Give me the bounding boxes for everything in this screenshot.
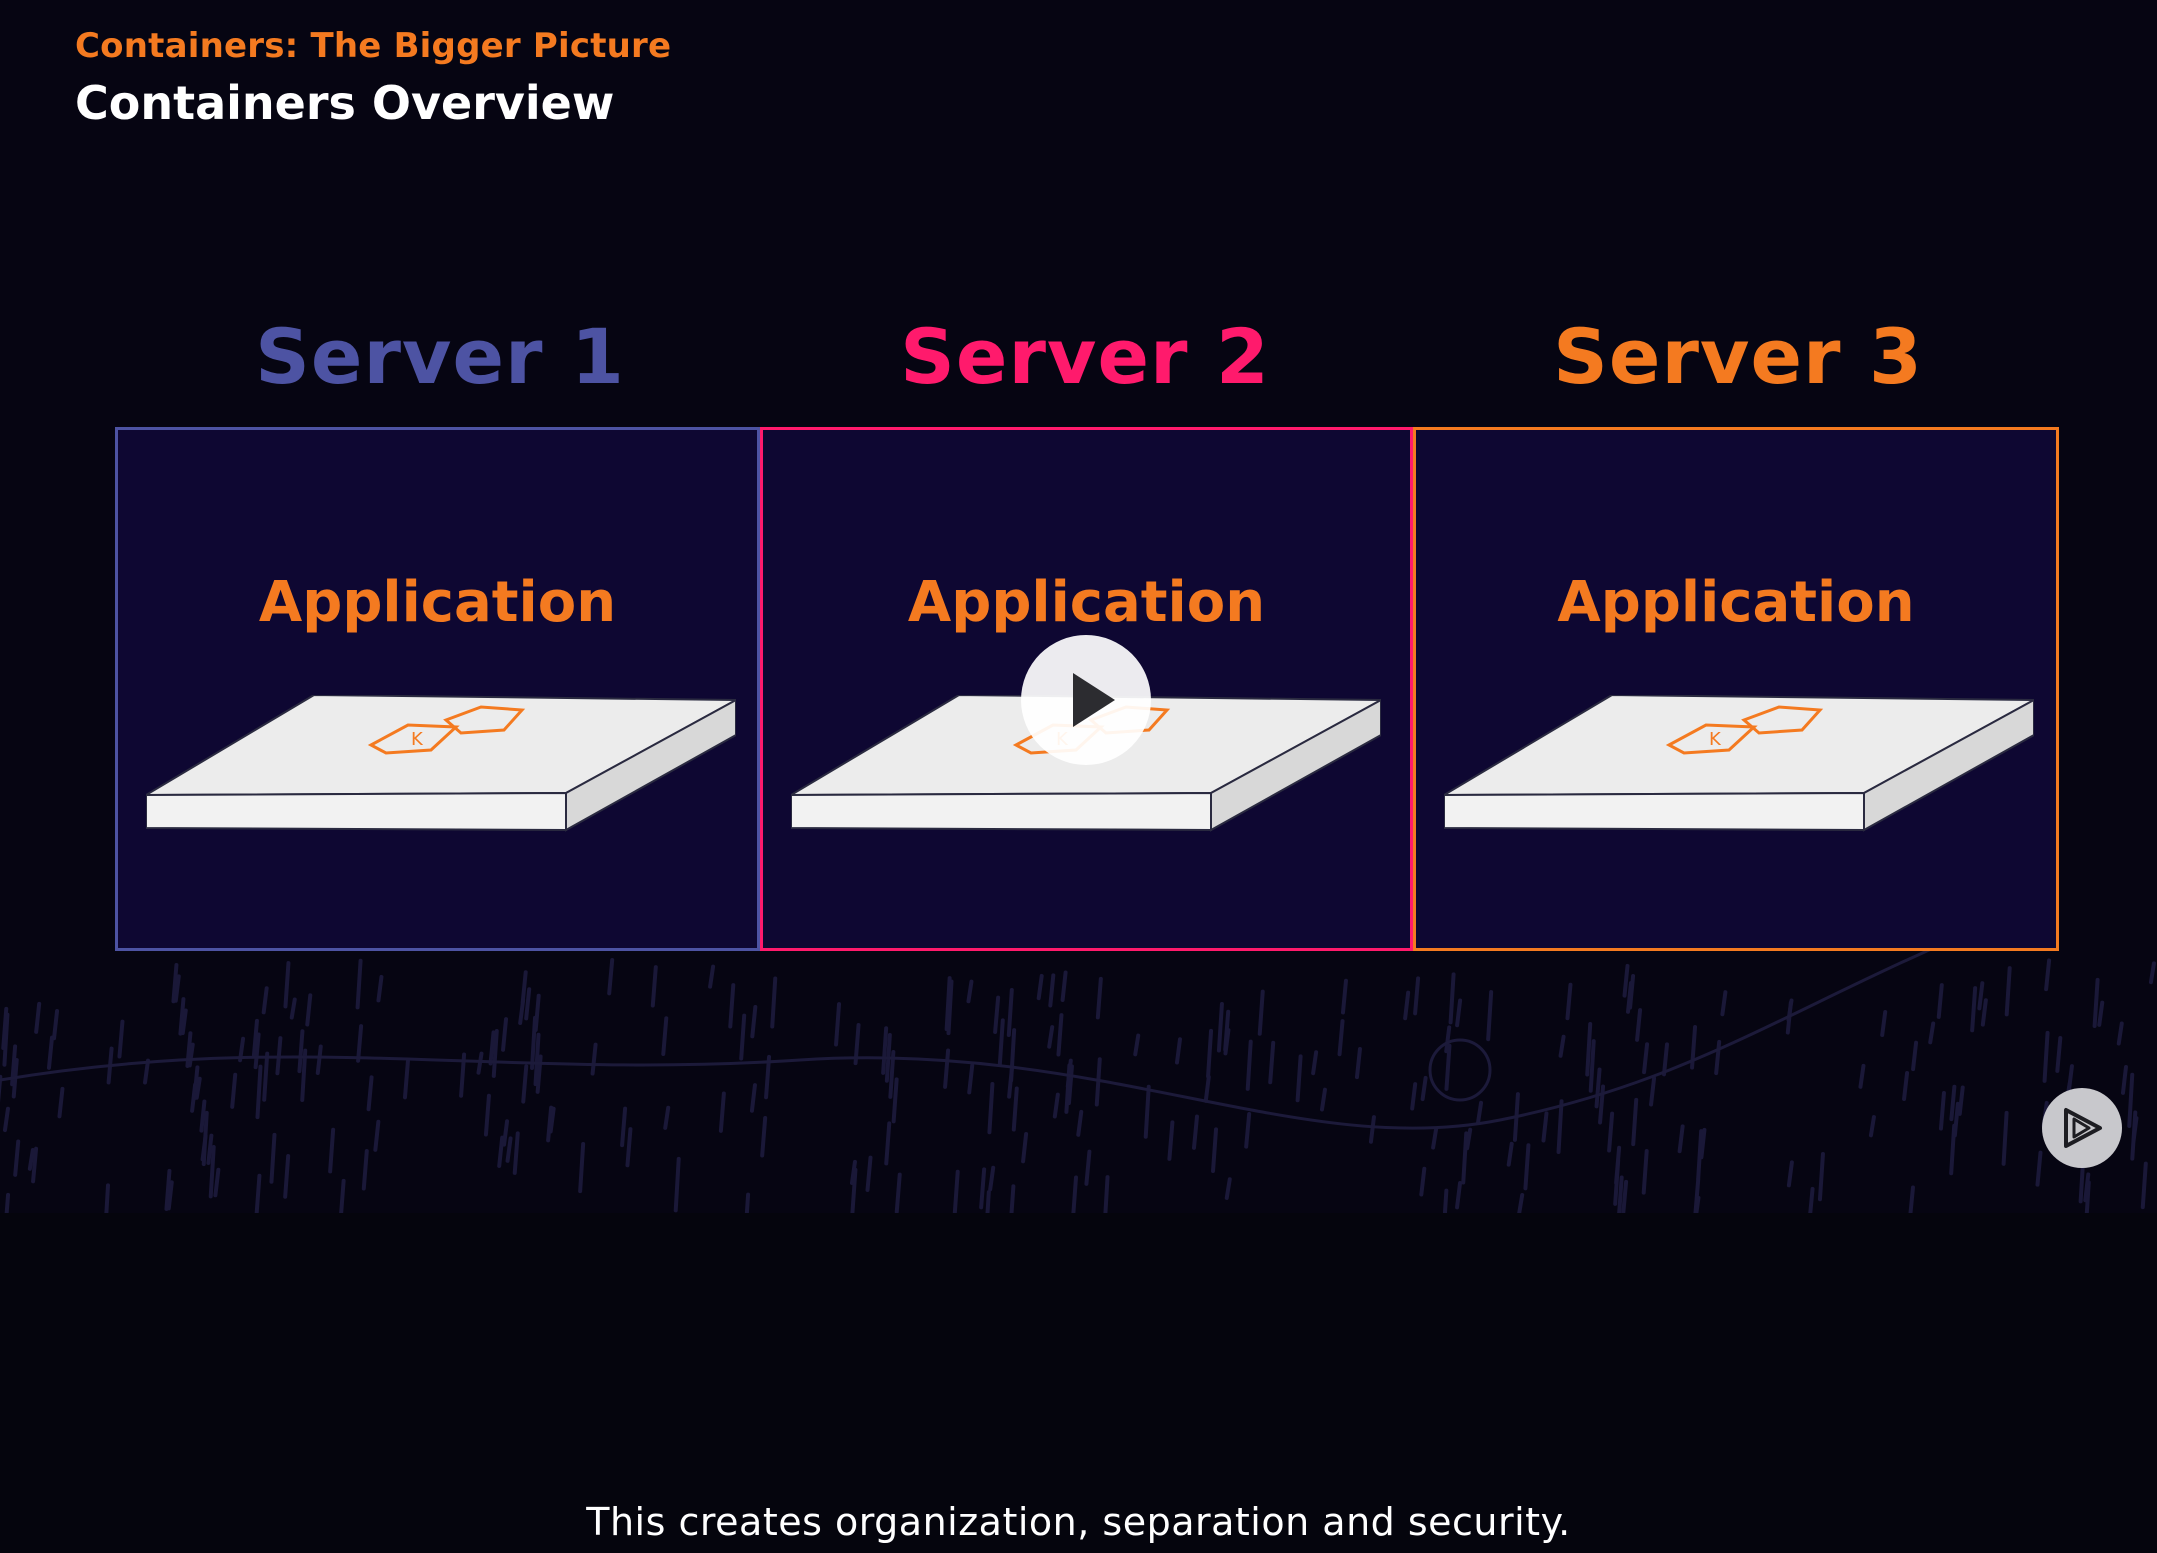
svg-text:K: K [1709,729,1722,750]
pluralsight-logo-icon [2064,1108,2102,1148]
application-label: Application [1557,570,1915,635]
application-label: Application [258,570,617,635]
play-icon [1073,673,1115,727]
server-1-label: Server 1 [255,312,625,401]
server-2-label: Server 2 [900,312,1270,401]
platform-icon: K [1444,695,2034,832]
server-2-box: Application K [760,427,1413,951]
platform-icon: K [146,695,736,832]
application-label: Application [907,570,1266,635]
server-3-box: Application K [1413,427,2059,951]
slide[interactable]: Containers: The Bigger Picture Container… [0,0,2157,1213]
course-title: Containers: The Bigger Picture [75,26,672,66]
module-title: Containers Overview [75,76,615,130]
server-3-label: Server 3 [1553,312,1923,401]
brand-logo-button[interactable] [2042,1088,2122,1168]
play-button[interactable] [1021,635,1151,765]
svg-text:K: K [411,729,424,750]
subtitle-caption: This creates organization, separation an… [586,1500,1571,1544]
server-1-box: Application K [115,427,760,951]
background-decoration [0,918,2156,1213]
